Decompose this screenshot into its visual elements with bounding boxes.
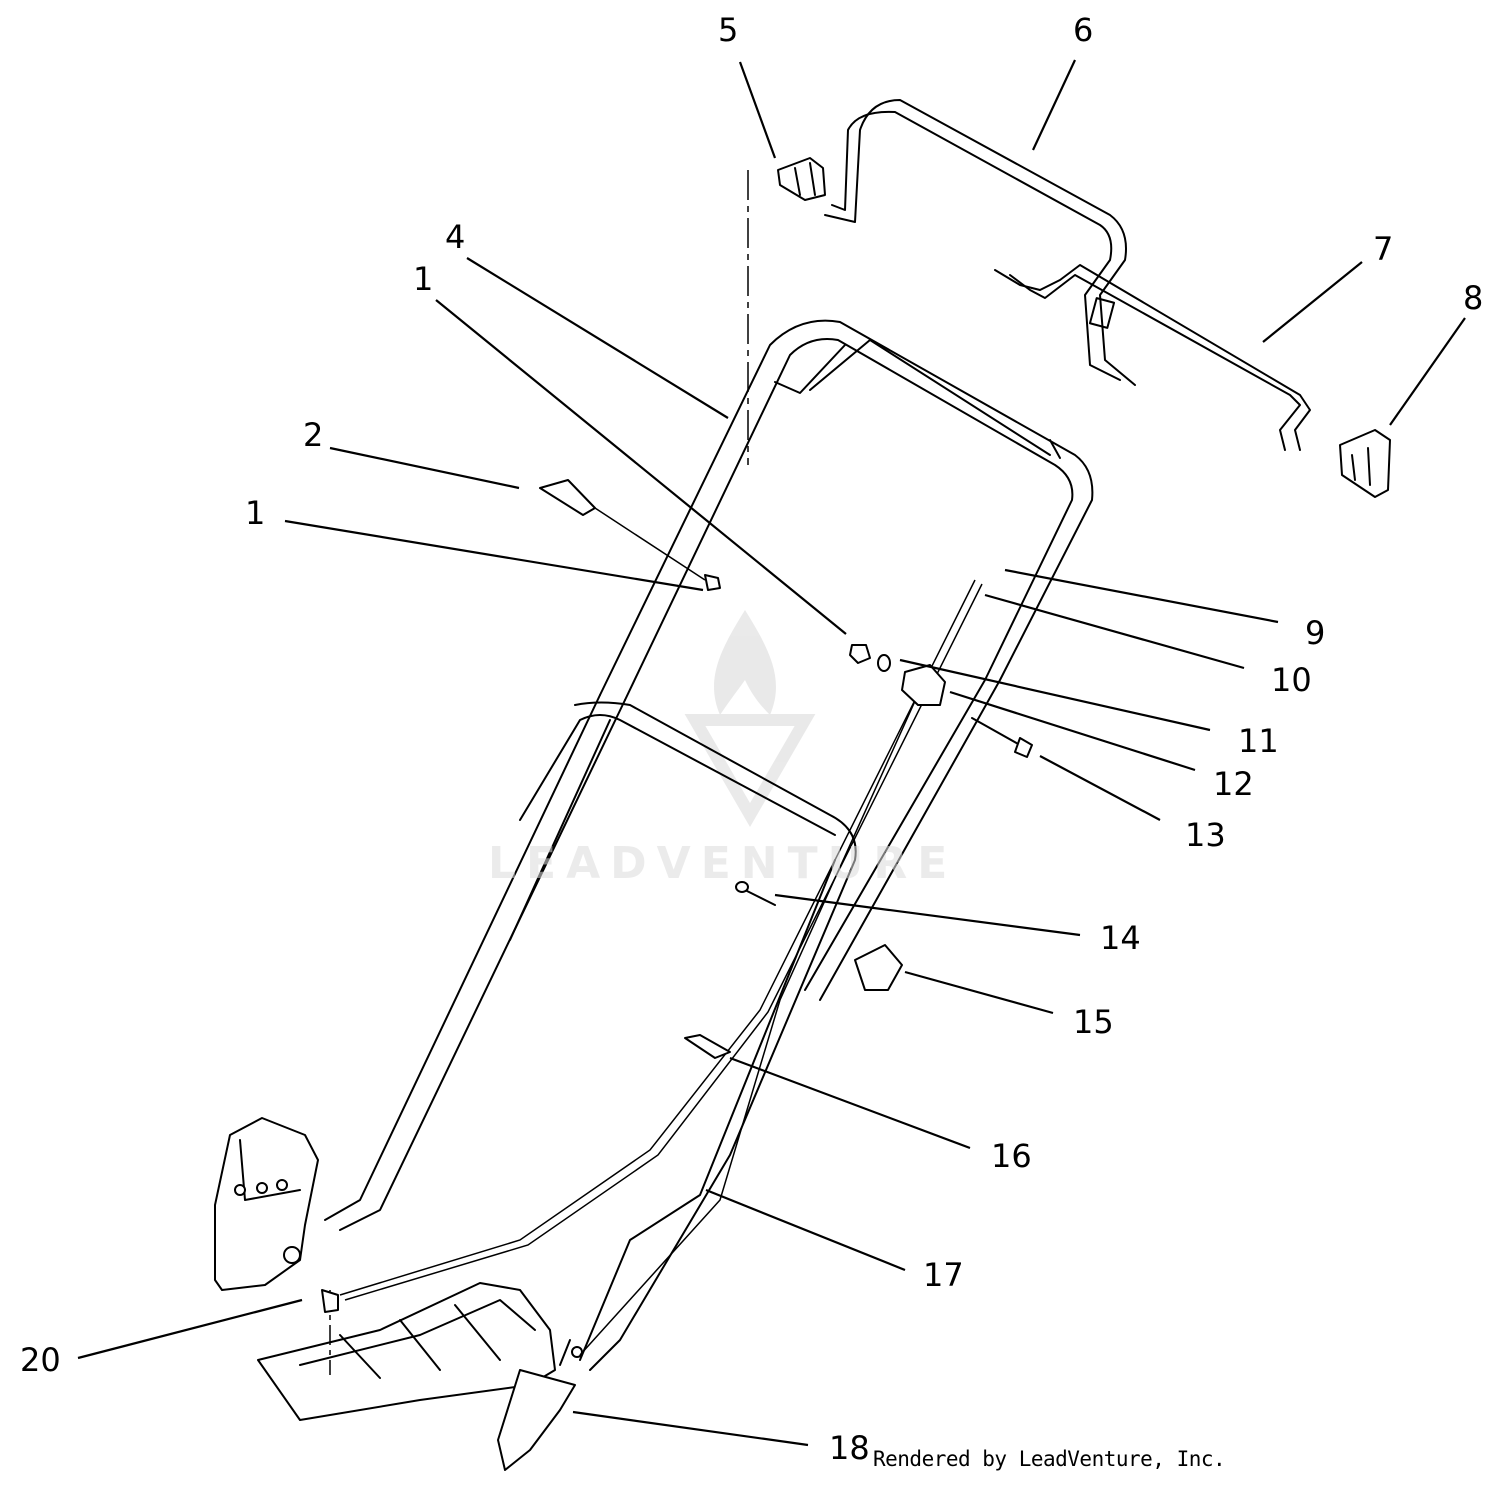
callout-15: 15 bbox=[1073, 1003, 1114, 1041]
bracket-left bbox=[747, 157, 826, 465]
height-adjust-plate bbox=[214, 1117, 319, 1291]
discharge-chute bbox=[257, 1282, 576, 1471]
callout-8: 8 bbox=[1463, 279, 1484, 317]
bracket-right bbox=[1339, 429, 1391, 498]
clip-part-16 bbox=[684, 1034, 731, 1059]
upper-handle bbox=[599, 319, 1094, 1001]
bolt-part-13 bbox=[971, 717, 1033, 758]
control-rod bbox=[994, 264, 1311, 451]
knob-part-15 bbox=[854, 944, 903, 991]
callout-2: 2 bbox=[303, 416, 324, 454]
lower-handle bbox=[324, 694, 857, 1371]
callout-1-top: 1 bbox=[413, 260, 434, 298]
callout-5: 5 bbox=[718, 11, 739, 49]
callout-14: 14 bbox=[1100, 919, 1141, 957]
watermark-logo-icon bbox=[684, 610, 816, 827]
callout-18: 18 bbox=[829, 1429, 870, 1467]
callout-20: 20 bbox=[20, 1341, 61, 1379]
callout-11: 11 bbox=[1238, 722, 1279, 760]
leader-lines bbox=[77, 59, 1466, 1447]
callout-16: 16 bbox=[991, 1137, 1032, 1175]
bolt-part-2 bbox=[539, 479, 721, 591]
callout-7: 7 bbox=[1373, 230, 1394, 268]
control-bail bbox=[824, 99, 1136, 386]
watermark-text: LEADVENTURE bbox=[488, 838, 958, 889]
callout-9: 9 bbox=[1305, 614, 1326, 652]
callout-1-left: 1 bbox=[245, 494, 266, 532]
control-cable bbox=[339, 579, 983, 1356]
callout-13: 13 bbox=[1185, 816, 1226, 854]
callout-6: 6 bbox=[1073, 11, 1094, 49]
callout-10: 10 bbox=[1271, 661, 1312, 699]
bolt-part-14 bbox=[735, 881, 776, 906]
callout-4: 4 bbox=[445, 218, 466, 256]
callout-12: 12 bbox=[1213, 765, 1254, 803]
callout-17: 17 bbox=[923, 1256, 964, 1294]
nut-washer-set bbox=[849, 644, 946, 706]
credit-text: Rendered by LeadVenture, Inc. bbox=[873, 1447, 1226, 1471]
